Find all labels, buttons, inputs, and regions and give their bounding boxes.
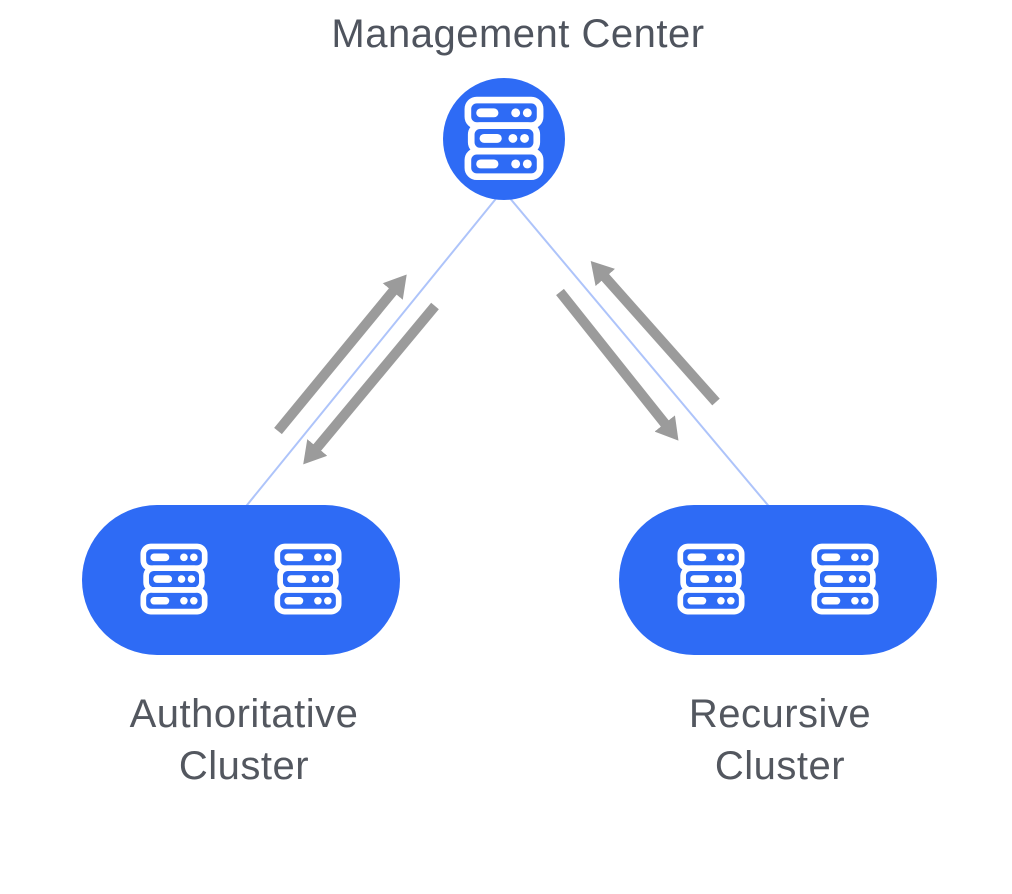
server-stack-icon <box>464 96 544 180</box>
label-line: Cluster <box>714 744 846 788</box>
server-stack-icon <box>140 543 208 615</box>
server-stack-icon <box>811 543 879 615</box>
management-center-label: Management Center <box>331 12 705 56</box>
management-center-node <box>443 78 565 200</box>
link-management-to-recursive <box>502 189 773 511</box>
authoritative-cluster-label: Authoritative Cluster <box>84 688 404 792</box>
recursive-cluster-label: Recursive Cluster <box>620 688 940 792</box>
server-stack-icon <box>274 543 342 615</box>
sync-arrow-recursive-up-icon <box>590 261 720 406</box>
authoritative-cluster-node <box>82 505 400 655</box>
sync-arrow-recursive-down-icon <box>556 288 679 441</box>
link-management-to-authoritative <box>242 189 504 511</box>
sync-arrow-authoritative-down-icon <box>303 302 439 465</box>
server-stack-icon <box>677 543 745 615</box>
label-line: Cluster <box>178 744 310 788</box>
sync-arrow-authoritative-up-icon <box>274 274 407 435</box>
recursive-cluster-node <box>619 505 937 655</box>
label-line: Authoritative <box>129 692 359 736</box>
label-line: Recursive <box>688 692 872 736</box>
